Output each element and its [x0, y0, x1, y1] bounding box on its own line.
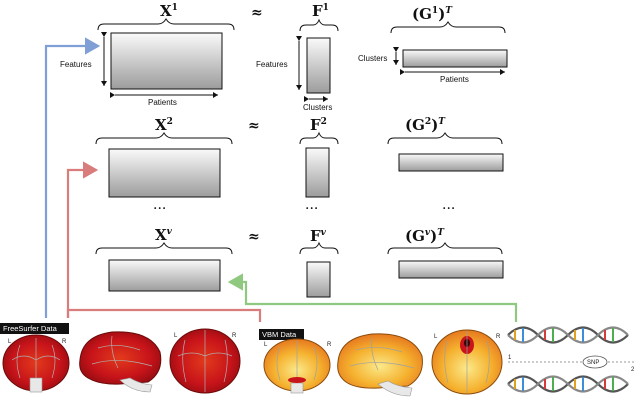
row-1: X1 Features Patients ≈ F1 Features Clust… [60, 2, 508, 112]
snp-arrow [227, 273, 518, 322]
freesurfer-label: FreeSurfer Data [3, 324, 58, 333]
xv-symbol: Xv [155, 226, 173, 244]
row-v: Xv ≈ Fv (Gv)T [95, 226, 504, 298]
vbm-r-marker: R [327, 342, 332, 348]
f1-clusters-label: Clusters [303, 103, 332, 112]
f1-symbol: F1 [312, 2, 329, 20]
dna-label-2: 2 [631, 367, 635, 373]
freesurfer-l-marker: L [8, 339, 12, 345]
x1-matrix [110, 32, 223, 90]
g1-clusters-label: Clusters [358, 54, 387, 63]
dna-helix-top [507, 326, 629, 344]
gv-symbol: (Gv)T [405, 227, 445, 245]
freesurfer-arrow [44, 37, 101, 318]
f1-matrix [306, 37, 331, 94]
fv-matrix [306, 261, 331, 298]
row-2: X2 ≈ F2 (G2)T [95, 116, 504, 198]
ellipsis-f: ··· [305, 201, 318, 217]
vbm-arrow-tail [66, 308, 262, 322]
fv-brace [299, 241, 339, 255]
vbm-brain-coronal: L R [263, 338, 332, 394]
g1-brace [390, 21, 506, 34]
g2-symbol: (G2)T [405, 116, 446, 134]
g1-symbol: (G1)T [412, 5, 453, 23]
approx-1: ≈ [251, 5, 263, 21]
vbm-axial-r-marker: R [496, 334, 501, 340]
ellipsis-x: ··· [153, 201, 166, 217]
fv-symbol: Fv [310, 227, 327, 245]
vbm-panel: VBM Data L R L R [259, 329, 503, 397]
g1-patients-label: Patients [440, 75, 469, 84]
vbm-arrow [66, 161, 99, 318]
freesurfer-axial-r-marker: R [232, 333, 237, 339]
freesurfer-panel: FreeSurfer Data L R L R [0, 323, 241, 394]
freesurfer-brain-axial: L R [169, 328, 241, 394]
xv-matrix [108, 259, 221, 292]
g2-brace [387, 132, 503, 145]
x1-patients-label: Patients [148, 98, 177, 107]
x1-symbol: X1 [160, 2, 178, 20]
gv-brace [387, 242, 503, 255]
x2-symbol: X2 [155, 116, 173, 134]
gv-matrix [398, 260, 504, 279]
snp-panel: 1 SNP 2 [507, 326, 636, 393]
freesurfer-brain-coronal: L R [2, 334, 70, 393]
xv-brace [95, 242, 233, 255]
vbm-tag [259, 329, 304, 340]
x2-matrix [108, 148, 221, 198]
snp-bubble [582, 355, 608, 369]
vbm-label: VBM Data [262, 330, 297, 339]
vbm-axial-l-marker: L [434, 334, 438, 340]
vbm-l-marker: L [264, 342, 268, 348]
f1-brace [299, 18, 339, 32]
dna-helix-bottom [507, 375, 629, 393]
vbm-brain-sagittal [337, 333, 423, 397]
freesurfer-r-marker: R [62, 339, 67, 345]
freesurfer-axial-l-marker: L [174, 333, 178, 339]
snp-label: SNP [587, 360, 599, 366]
approx-v: ≈ [248, 229, 260, 245]
ellipsis-g: ··· [442, 201, 455, 217]
x1-features-label: Features [60, 60, 92, 69]
g1-matrix [402, 49, 508, 68]
freesurfer-brain-sagittal [79, 331, 162, 393]
f2-matrix [305, 147, 330, 198]
approx-2: ≈ [248, 118, 260, 134]
g2-matrix [398, 153, 504, 172]
f2-brace [299, 131, 339, 145]
x1-brace [97, 18, 235, 31]
dna-label-1: 1 [508, 355, 512, 361]
vbm-brain-axial: L R [431, 329, 503, 395]
freesurfer-tag [0, 323, 69, 334]
f2-symbol: F2 [310, 116, 327, 134]
f1-features-label: Features [256, 60, 288, 69]
x2-brace [95, 132, 233, 145]
